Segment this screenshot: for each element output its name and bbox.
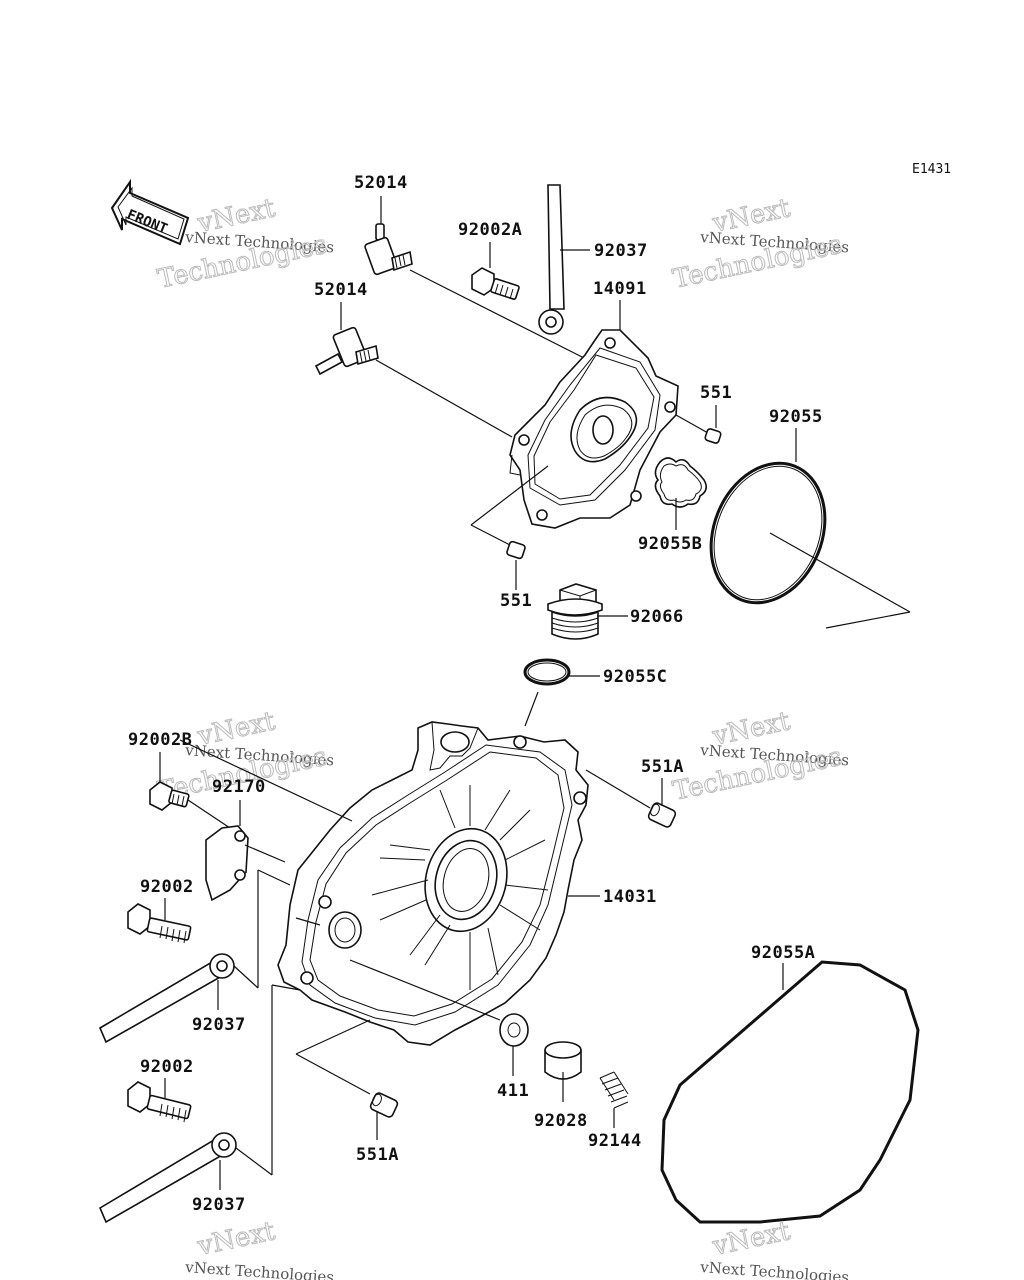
callout-92002b: 92002B [128, 730, 192, 750]
watermark-mid-right: vNext vNext Technologies Technologies [670, 706, 850, 808]
callout-92055: 92055 [769, 407, 823, 427]
callout-551a-bottom: 551A [356, 1145, 399, 1165]
callout-92037-mid: 92037 [192, 1015, 246, 1035]
strap-92037-mid [98, 953, 235, 1044]
watermark-text: vNext Technologies [699, 1258, 850, 1280]
callout-92055c: 92055C [603, 667, 667, 687]
diagram-code: E1431 [912, 162, 951, 177]
watermark-text: vNext Technologies [184, 1258, 335, 1280]
cover-plate-14091 [509, 329, 679, 529]
o-ring-92055a [660, 960, 920, 1224]
callout-92170: 92170 [212, 777, 266, 797]
watermark-text: vNext [194, 1216, 278, 1262]
callout-92066: 92066 [630, 607, 684, 627]
callout-411: 411 [497, 1081, 529, 1101]
bolt-92002b [149, 781, 190, 811]
callout-92002-upper: 92002 [140, 877, 194, 897]
fitting-52014-lower [314, 326, 379, 376]
o-ring-92055 [709, 461, 827, 605]
callout-92037-top: 92037 [594, 241, 648, 261]
o-ring-92055b [654, 457, 708, 508]
callout-92055a: 92055A [751, 943, 815, 963]
callout-92144: 92144 [588, 1131, 642, 1151]
callout-551-upper: 551 [700, 383, 732, 403]
spring-92144 [599, 1071, 629, 1109]
dowel-551-lower [506, 540, 526, 560]
callout-92002a: 92002A [458, 220, 522, 240]
watermark-bottom-left: vNext vNext Technologies [184, 1216, 335, 1280]
dowel-551a-bottom [369, 1092, 399, 1118]
o-ring-92055c [523, 658, 571, 686]
watermark-top-left: vNext vNext Technologies Technologies [155, 193, 335, 296]
housing-14031 [277, 721, 589, 1046]
dowel-551a-right [647, 802, 677, 828]
front-arrow-icon: FRONT [110, 178, 190, 246]
callout-14031: 14031 [603, 887, 657, 907]
plug-92066 [547, 583, 603, 640]
callout-551a-right: 551A [641, 757, 684, 777]
bushing-92028 [544, 1041, 582, 1080]
strap-92037-bottom [98, 1132, 237, 1224]
bolt-92002-upper [127, 903, 192, 944]
bracket-92170 [205, 825, 249, 902]
callout-92028: 92028 [534, 1111, 588, 1131]
dowel-551-upper [675, 414, 722, 444]
callout-14091: 14091 [593, 279, 647, 299]
callout-551-lower: 551 [500, 591, 532, 611]
callout-92002-lower: 92002 [140, 1057, 194, 1077]
fitting-52014-upper [364, 223, 413, 276]
watermark-bottom-right: vNext vNext Technologies [699, 1216, 850, 1280]
callout-92037-bottom: 92037 [192, 1195, 246, 1215]
washer-411 [499, 1013, 529, 1047]
callout-52014-lower: 52014 [314, 280, 368, 300]
callout-92055b: 92055B [638, 534, 702, 554]
callout-52014-upper: 52014 [354, 173, 408, 193]
strap-92037-top [538, 184, 565, 335]
bolt-92002-lower [127, 1081, 192, 1123]
bolt-92002a [471, 267, 520, 300]
watermark-top-right: vNext vNext Technologies Technologies [670, 193, 850, 296]
